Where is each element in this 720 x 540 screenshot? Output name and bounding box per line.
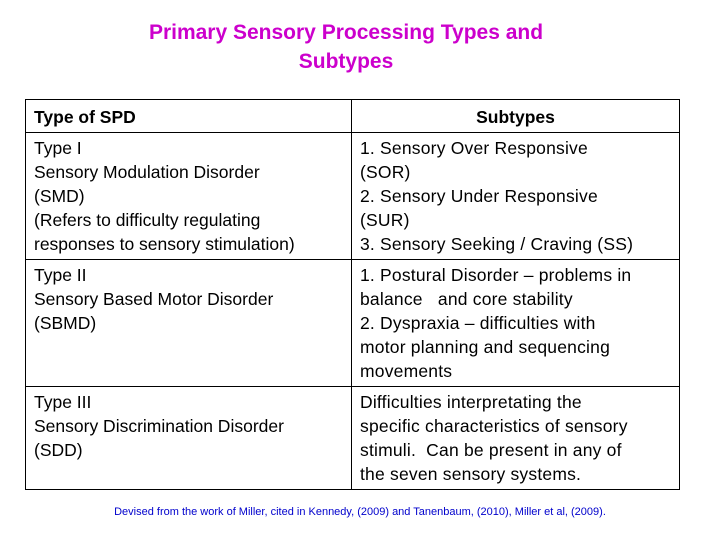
type-cell: Type II Sensory Based Motor Disorder (SB…: [25, 259, 352, 387]
cell-line: (SDD): [34, 440, 83, 460]
subtype-cell: 1. Postural Disorder – problems in balan…: [351, 259, 680, 387]
cell-line: Type I: [34, 138, 82, 158]
table-row: Type III Sensory Discrimination Disorder…: [25, 386, 680, 490]
cell-line: Sensory Modulation Disorder: [34, 162, 260, 182]
cell-line: 1. Sensory Over Responsive: [360, 138, 588, 158]
cell-line: specific characteristics of sensory: [360, 416, 628, 436]
cell-line: 2. Sensory Under Responsive: [360, 186, 598, 206]
cell-line: balance and core stability: [360, 289, 573, 309]
cell-line: (SBMD): [34, 313, 97, 333]
cell-line: Type III: [34, 392, 92, 412]
page-title: Primary Sensory Processing Types and Sub…: [0, 18, 692, 76]
type-cell: Type I Sensory Modulation Disorder (SMD)…: [25, 132, 352, 260]
title-line-1: Primary Sensory Processing Types and: [148, 21, 544, 44]
cell-line: 3. Sensory Seeking / Craving (SS): [360, 234, 634, 254]
table-row: Type I Sensory Modulation Disorder (SMD)…: [25, 132, 680, 260]
table-row: Type II Sensory Based Motor Disorder (SB…: [25, 259, 680, 387]
table-header-row: Type of SPD Subtypes: [25, 99, 680, 133]
cell-line: responses to sensory stimulation): [34, 234, 295, 254]
cell-line: Difficulties interpretating the: [360, 392, 582, 412]
subtype-cell: Difficulties interpretating the specific…: [351, 386, 680, 490]
cell-line: Sensory Based Motor Disorder: [34, 289, 274, 309]
cell-line: (Refers to difficulty regulating: [34, 210, 261, 230]
cell-line: movements: [360, 361, 453, 381]
cell-line: motor planning and sequencing: [360, 337, 611, 357]
title-line-2: Subtypes: [298, 50, 394, 73]
type-cell: Type III Sensory Discrimination Disorder…: [25, 386, 352, 490]
cell-line: 2. Dyspraxia – difficulties with: [360, 313, 596, 333]
cell-line: Type II: [34, 265, 87, 285]
header-subtypes: Subtypes: [351, 99, 680, 133]
header-type-of-spd: Type of SPD: [25, 99, 352, 133]
cell-line: the seven sensory systems.: [360, 464, 582, 484]
cell-line: (SOR): [360, 162, 411, 182]
source-citation: Devised from the work of Miller, cited i…: [114, 506, 606, 518]
spd-types-table: Type of SPD Subtypes Type I Sensory Modu…: [25, 99, 680, 490]
cell-line: 1. Postural Disorder – problems in: [360, 265, 632, 285]
cell-line: (SMD): [34, 186, 85, 206]
subtype-cell: 1. Sensory Over Responsive (SOR) 2. Sens…: [351, 132, 680, 260]
cell-line: (SUR): [360, 210, 410, 230]
cell-line: Sensory Discrimination Disorder: [34, 416, 284, 436]
cell-line: stimuli. Can be present in any of: [360, 440, 622, 460]
